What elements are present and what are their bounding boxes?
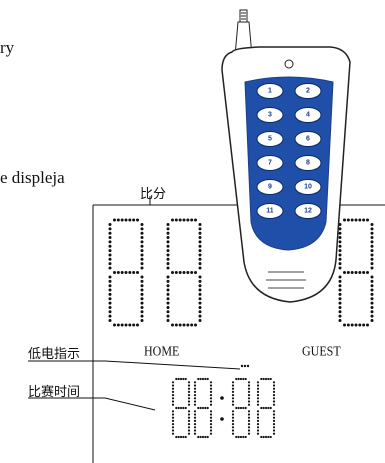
time-digit-3 <box>231 377 251 439</box>
low-battery-leader-2 <box>104 360 241 370</box>
remote-button-2[interactable]: 2 <box>294 83 322 99</box>
match-time-leader-2 <box>104 397 156 411</box>
svg-text:8: 8 <box>306 160 310 167</box>
remote-button-12[interactable]: 12 <box>294 203 322 219</box>
match-time-label: 比赛时间 <box>28 385 81 400</box>
home-score-digit-2 <box>166 218 202 327</box>
low-battery-label: 低电指示 <box>28 347 81 362</box>
svg-text:7: 7 <box>268 160 272 167</box>
score-label: 比分 <box>140 187 167 202</box>
home-score-digit-1 <box>108 218 144 327</box>
svg-text:12: 12 <box>304 208 312 215</box>
strap-hole <box>284 59 294 69</box>
remote-button-6[interactable]: 6 <box>294 131 322 147</box>
time-digit-2 <box>193 377 213 439</box>
low-battery-indicator <box>240 364 250 368</box>
svg-text:9: 9 <box>268 184 272 191</box>
svg-text:1: 1 <box>268 88 272 95</box>
remote-button-1[interactable]: 1 <box>256 83 284 99</box>
svg-text:11: 11 <box>266 208 274 215</box>
svg-text:3: 3 <box>268 112 272 119</box>
time-colon-dot <box>220 417 224 421</box>
remote-button-10[interactable]: 10 <box>294 179 322 195</box>
remote-button-3[interactable]: 3 <box>256 107 284 123</box>
svg-text:10: 10 <box>304 184 312 191</box>
remote-button-4[interactable]: 4 <box>294 107 322 123</box>
remote-button-11[interactable]: 11 <box>256 203 284 219</box>
time-digit-1 <box>171 377 191 439</box>
text-fragment-1: ry <box>0 38 15 57</box>
remote-button-8[interactable]: 8 <box>294 155 322 171</box>
remote-button-5[interactable]: 5 <box>256 131 284 147</box>
svg-text:4: 4 <box>306 112 310 119</box>
svg-text:2: 2 <box>306 88 310 95</box>
svg-text:6: 6 <box>306 136 310 143</box>
guest-score-digit <box>338 218 374 327</box>
text-fragment-2: e displeja <box>0 168 65 187</box>
time-colon-dot <box>220 396 224 400</box>
time-digit-4 <box>256 377 276 439</box>
svg-text:5: 5 <box>268 136 272 143</box>
guest-label: GUEST <box>302 342 341 359</box>
remote-button-7[interactable]: 7 <box>256 155 284 171</box>
remote-button-9[interactable]: 9 <box>256 179 284 195</box>
home-label: HOME <box>144 342 180 359</box>
